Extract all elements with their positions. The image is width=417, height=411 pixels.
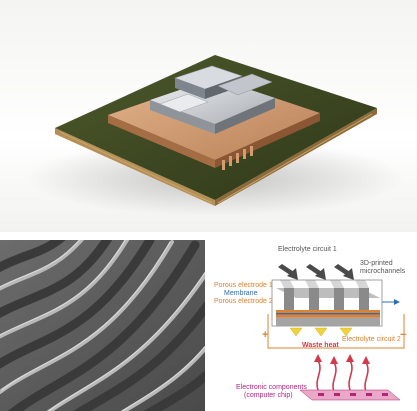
chip-grid: [318, 393, 388, 396]
sem-micrograph: [0, 240, 205, 411]
membrane-label: Membrane: [224, 290, 258, 297]
electrolyte-circuit-2-label: Electrolyte circuit 2: [342, 336, 401, 343]
electrolyte-circuit-1-label: Electrolyte circuit 1: [278, 246, 337, 253]
chip-illustration: [25, 55, 405, 216]
die-stack-right: [215, 98, 275, 134]
ridge-highlights: [0, 240, 205, 411]
porous-electrode-2-layer: [276, 314, 380, 318]
copper-teeth: [222, 146, 253, 170]
microchannel-texture: [0, 240, 205, 411]
channel-ridges: [0, 240, 205, 411]
copper-plate-edge-right: [215, 113, 320, 168]
chip-photo: [0, 0, 417, 232]
flow-battery-diagram: Electrolyte circuit 1 3D-printed microch…: [210, 240, 417, 411]
positive-terminal: +: [262, 329, 269, 341]
front-chiplet: [159, 93, 209, 113]
external-circuit: [267, 314, 405, 349]
copper-plate-edge-left: [108, 115, 215, 168]
channel-grooves: [0, 240, 205, 411]
electronic-components-label-line1: Electronic components: [236, 384, 307, 391]
negative-terminal: −: [400, 329, 407, 341]
cell-outline: [271, 279, 383, 327]
membrane-layer: [276, 313, 380, 315]
outflow-arrows: [289, 327, 353, 337]
top-chiplet-side-left: [175, 78, 205, 99]
side-flow-arrow: [382, 299, 400, 305]
block-top: [276, 288, 380, 298]
porous-electrode-1-layer: [276, 310, 380, 313]
side-chiplet: [217, 73, 273, 96]
waste-heat-label: Waste heat: [302, 342, 339, 349]
die-stack-left: [150, 100, 215, 134]
heat-arrowheads: [314, 354, 370, 364]
porous-electrode-2-label: Porous electrode 2: [214, 298, 273, 305]
substrate-pins: [59, 113, 373, 204]
electronic-components-label-line2: (computer chip): [244, 392, 293, 399]
inflow-arrows: [278, 264, 354, 280]
microchannel-ribs: [280, 280, 369, 310]
diagram-graphics: [267, 264, 405, 401]
porous-electrode-1-label: Porous electrode 1: [214, 282, 273, 289]
microchannels-label-line2: microchannels: [360, 268, 406, 275]
lower-plate: [276, 317, 380, 326]
heat-arrows: [316, 359, 369, 393]
microchannels-label-line1: 3D-printed: [360, 260, 393, 267]
